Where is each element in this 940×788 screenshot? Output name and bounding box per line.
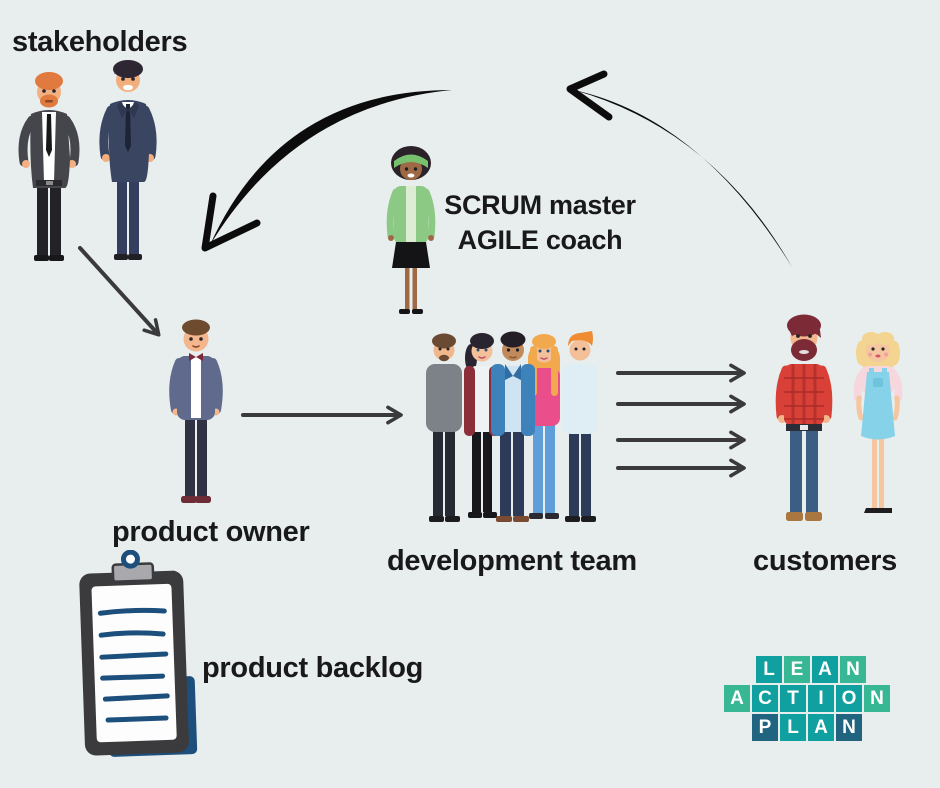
logo-row-plan: P L A N	[752, 714, 862, 741]
logo-tile: N	[836, 714, 862, 741]
product-owner-label: product owner	[112, 516, 310, 548]
logo-tile: O	[836, 685, 862, 712]
logo-tile: C	[752, 685, 778, 712]
dev-person-4	[528, 334, 560, 519]
dev-person-3	[491, 331, 535, 522]
logo-tile: A	[808, 714, 834, 741]
development-team-label: development team	[387, 545, 637, 577]
stakeholders-label: stakeholders	[12, 26, 188, 58]
stakeholder-figure-2	[99, 60, 157, 260]
scrum-master-label: SCRUM master AGILE coach	[444, 188, 636, 258]
customers-label: customers	[753, 545, 897, 577]
development-team-figures	[426, 331, 598, 522]
customer-figure-woman	[853, 332, 903, 513]
product-owner-figure	[169, 319, 223, 503]
logo-row-action: A C T I O N	[724, 685, 890, 712]
scrum-master-line1: SCRUM master	[444, 190, 636, 220]
product-backlog-clipboard	[79, 550, 198, 757]
logo-tile: P	[752, 714, 778, 741]
logo-tile: T	[780, 685, 806, 712]
logo-tile: A	[724, 685, 750, 712]
logo-tile: N	[864, 685, 890, 712]
agile-coach-line2: AGILE coach	[457, 225, 623, 255]
scrum-master-figure	[386, 146, 436, 314]
dev-person-1	[426, 333, 462, 522]
logo-tile: L	[756, 656, 782, 683]
dev-person-5	[562, 331, 598, 522]
logo-tile: N	[840, 656, 866, 683]
logo-tile: E	[784, 656, 810, 683]
customer-figure-man	[775, 314, 833, 521]
logo-row-lean: L E A N	[756, 656, 866, 683]
stakeholder-figure-1	[18, 72, 80, 261]
logo-tile: A	[812, 656, 838, 683]
logo-tile: L	[780, 714, 806, 741]
product-backlog-label: product backlog	[202, 652, 424, 684]
logo-tile: I	[808, 685, 834, 712]
